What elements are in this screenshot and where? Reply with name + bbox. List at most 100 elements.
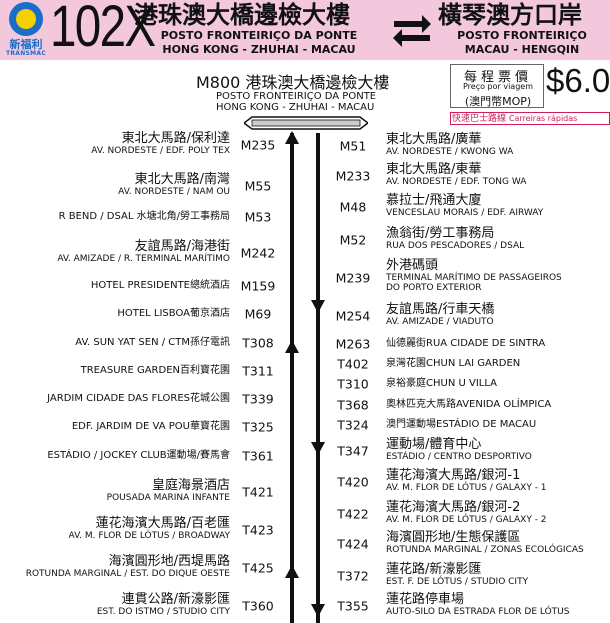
stop-name: R BEND / DSAL 水塘北角/勞工事務局 [59,210,230,224]
stop-name-pt: EST. F. DE LÓTUS / STUDIO CITY [386,577,529,587]
stop-name-cn: 外港碼頭 [386,258,439,273]
left-stop: R BEND / DSAL 水塘北角/勞工事務局 M53 [0,204,286,230]
stop-name-combined: 仙德麗街RUA CIDADE DE SINTRA [386,338,546,349]
stop-name-cn: 蓮花海濱大馬路/百老匯 [95,516,230,531]
stop-name: 泉灣花園CHUN LAI GARDEN [386,357,520,371]
logo-name-en: TRANSMAC [5,50,47,57]
stop-name: TREASURE GARDEN百利寶花園 [81,364,230,378]
stop-code: T311 [242,363,274,379]
stop-name: 仙德麗街RUA CIDADE DE SINTRA [386,337,545,351]
express-route-tag: 快速巴士路線 Carreiras rápidas [450,112,610,125]
stop-name: 泉裕豪庭CHUN U VILLA [386,377,497,391]
destination-name-pt: POSTO FRONTEIRIÇO [457,29,587,42]
fare-currency: (澳門幣MOP) [464,95,532,108]
stop-name-pt: POUSADA MARINA INFANTE [106,493,230,503]
logo-name-cn: 新福利 [9,38,43,51]
origin-name-pt: POSTO FRONTEIRIÇO DA PONTE [160,29,358,42]
stop-name-combined: AV. SUN YAT SEN / CTM孫仔電訊 [75,337,230,348]
stop-name-cn: 友誼馬路/海港街 [134,239,230,254]
stop-name-pt: ROTUNDA MARGINAL / ZONAS ECOLÓGICAS [386,545,584,555]
left-stop: TREASURE GARDEN百利寶花園 T311 [0,358,286,384]
stop-name-pt: AV. M. FLOR DE LÓTUS / BROADWAY [68,531,230,541]
stop-code: M239 [335,270,371,286]
stop-code: M233 [335,168,371,184]
terminal-bar-icon [244,116,368,130]
terminal-top-pt: POSTO FRONTEIRIÇO DA PONTE [216,91,377,102]
stop-name-cn: 東北大馬路/廣華 [386,132,482,147]
terminal-top: M800 港珠澳大橋邊檢大樓 POSTO FRONTEIRIÇO DA PONT… [196,74,456,113]
two-way-arrows-icon [393,15,431,47]
stop-name-cn: 蓮花海濱大馬路/銀河-1 [386,468,521,483]
stop-name-pt: AUTO-SILO DA ESTRADA FLOR DE LÓTUS [386,607,570,617]
stop-name-cn: 漁翁街/勞工事務局 [386,226,495,241]
stop-code: T360 [242,598,274,614]
stop-name-cn: 蓮花海濱大馬路/銀河-2 [386,500,521,515]
stop-code: M235 [240,137,276,153]
stop-name-cn: 東北大馬路/南灣 [134,172,230,187]
stop-name-pt: AV. M. FLOR DE LÓTUS / GALAXY - 2 [386,515,547,525]
stop-name-pt: AV. AMIZADE / R. TERMINAL MARÍTIMO [57,254,230,264]
stop-name-combined: ESTÁDIO / JOCKEY CLUB運動場/賽馬會 [47,450,230,461]
route-header: 新福利 TRANSMAC 102X 港珠澳大橋邊檢大樓 POSTO FRONTE… [0,0,610,60]
route-number: 102X [50,0,156,59]
stop-name-cn: 東北大馬路/東華 [386,162,482,177]
stop-code: T361 [242,448,274,464]
stop-code: T347 [337,443,369,459]
arrow-down-icon [311,442,325,455]
stop-name-pt: ESTÁDIO / CENTRO DESPORTIVO [386,452,532,462]
stop-name-pt: VENCESLAU MORAIS / EDF. AIRWAY [386,208,544,218]
stop-code: T325 [242,419,274,435]
stop-name-pt: AV. NORDESTE / KWONG WA [386,147,514,157]
stop-code: M53 [244,209,272,225]
stop-name-cn: 海濱圓形地/西堤馬路 [108,554,230,569]
stop-code: M55 [244,178,272,194]
destination-name-en: MACAU - HENGQIN [464,43,580,56]
origin-name-cn: 港珠澳大橋邊檢大樓 [134,1,350,29]
stop-name-cn: 海濱圓形地/生態保護區 [386,530,521,545]
stop-code: T339 [242,391,274,407]
transmac-logo: 新福利 TRANSMAC [3,2,49,58]
express-label-pt: Carreiras rápidas [508,114,578,123]
stop-name-pt: RUA DOS PESCADORES / DSAL [386,241,525,251]
arrow-down-icon [311,604,325,617]
stop-name-cn: 蓮花路/新濠影匯 [386,562,482,577]
stop-name-cn: 友誼馬路/行車天橋 [386,302,495,317]
stop-name-combined: 奧林匹克大馬路AVENIDA OLÍMPICA [386,399,552,410]
stop-code: T324 [337,417,369,433]
stop-code: T372 [337,568,369,584]
stop-name-pt: AV. M. FLOR DE LÓTUS / GALAXY - 1 [386,483,547,493]
stop-code: T423 [242,522,274,538]
origin-name-en: HONG KONG - ZHUHAI - MACAU [162,43,356,56]
arrow-up-icon [285,565,299,578]
stop-name-pt: AV. NORDESTE / EDF. POLY TEX [91,146,230,156]
stop-name-combined: R BEND / DSAL 水塘北角/勞工事務局 [58,211,230,222]
